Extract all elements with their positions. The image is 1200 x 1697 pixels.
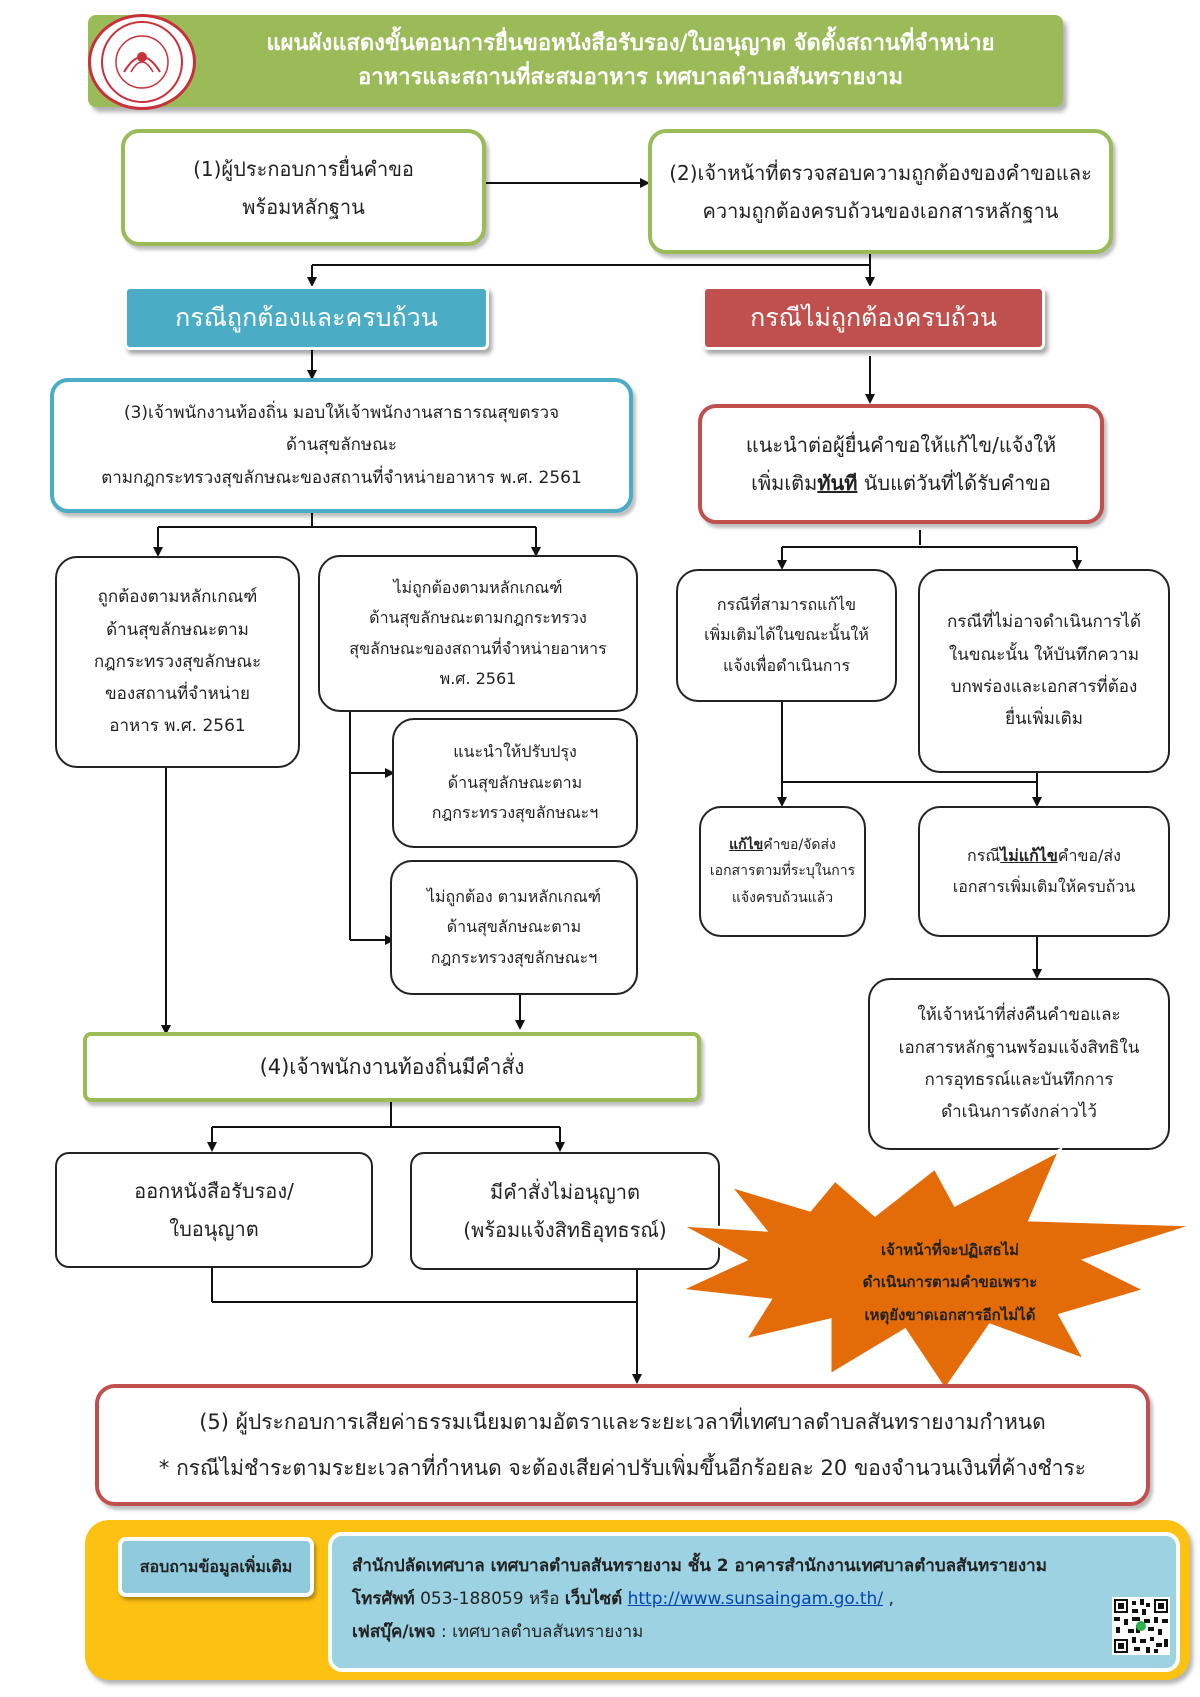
contact-label: สอบถามข้อมูลเพิ่มเติม (118, 1537, 314, 1597)
meets-criteria-box: ถูกต้องตามหลักเกณฑ์ ด้านสุขลักษณะตาม กฎก… (55, 556, 300, 768)
issue-line-1: ออกหนังสือรับรอง/ (134, 1179, 294, 1203)
advise-box: แนะนำต่อผู้ยื่นคำขอให้แก้ไข/แจ้งให้ เพิ่… (698, 404, 1104, 524)
can-fix-line-2: เพิ่มเติมได้ในขณะนั้นให้ (704, 625, 869, 645)
cannot-fix-box: กรณีที่ไม่อาจดำเนินการได้ ในขณะนั้น ให้บ… (918, 569, 1170, 773)
step5-line-1: (5) ผู้ประกอบการเสียค่าธรรมเนียมตามอัตรา… (199, 1409, 1046, 1434)
not-correct-line-1: ไม่ถูกต้อง ตามหลักเกณฑ์ (426, 886, 602, 906)
can-fix-line-1: กรณีที่สามารถแก้ไข (716, 594, 857, 614)
meets-line-3: กฎกระทรวงสุขลักษณะ (93, 651, 262, 672)
step3-line-3: ตามกฎกระทรวงสุขลักษณะของสถานที่จำหน่ายอา… (101, 467, 582, 488)
advise-line-2: เพิ่มเติมทันที นับแต่วันที่ได้รับคำขอ (751, 471, 1051, 495)
fixed-line-3: แจ้งครบถ้วนแล้ว (731, 889, 834, 906)
improve-line-2: ด้านสุขลักษณะตาม (447, 772, 583, 792)
fixed-line-2: เอกสารตามที่ระบุในการ (709, 863, 856, 880)
return-docs-line-1: ให้เจ้าหน้าที่ส่งคืนคำขอและ (917, 1005, 1121, 1026)
meets-line-5: อาหาร พ.ศ. 2561 (109, 716, 246, 737)
improve-line-3: กฎกระทรวงสุขลักษณะฯ (431, 803, 599, 823)
not-fixed-box: กรณีไม่แก้ไขคำขอ/ส่ง เอกสารเพิ่มเติมให้ค… (918, 806, 1170, 937)
website-link[interactable]: http://www.sunsaingam.go.th/ (627, 1589, 884, 1610)
phone-web-line: โทรศัพท์ 053-188059 หรือ เว็บไซต์ http:/… (352, 1589, 894, 1610)
case-ok-label: กรณีถูกต้องและครบถ้วน (124, 286, 489, 350)
facebook-line: เฟสบุ๊ค/เพจ : เทศบาลตำบลสันทรายงาม (352, 1622, 644, 1643)
advise-emphasis: ทันที (817, 471, 858, 495)
cannot-fix-line-2: ในขณะนั้น ให้บันทึกความ (948, 644, 1140, 665)
meets-line-2: ด้านสุขลักษณะตาม (106, 619, 249, 640)
starburst-text: เจ้าหน้าที่จะปฏิเสธไม่ ดำเนินการตามคำขอเ… (820, 1234, 1080, 1331)
fixed-box: แก้ไขคำขอ/จัดส่ง เอกสารตามที่ระบุในการ แ… (699, 806, 866, 937)
step1-line-2: พร้อมหลักฐาน (242, 194, 365, 219)
cannot-fix-line-1: กรณีที่ไม่อาจดำเนินการได้ (946, 612, 1142, 633)
starburst-line-1: เจ้าหน้าที่จะปฏิเสธไม่ (880, 1241, 1020, 1259)
step4-label: (4)เจ้าพนักงานท้องถิ่นมีคำสั่ง (259, 1054, 525, 1079)
not-meets-line-3: สุขลักษณะของสถานที่จำหน่ายอาหาร (349, 638, 607, 658)
can-fix-line-3: แจ้งเพื่อดำเนินการ (722, 655, 851, 675)
not-fixed-line-1: กรณีไม่แก้ไขคำขอ/ส่ง (967, 846, 1121, 866)
meets-line-1: ถูกต้องตามหลักเกณฑ์ (97, 587, 258, 608)
qr-code-icon[interactable] (1112, 1597, 1170, 1655)
step1-box: (1)ผู้ประกอบการยื่นคำขอ พร้อมหลักฐาน (121, 129, 486, 246)
not-correct-line-2: ด้านสุขลักษณะตาม (446, 917, 582, 937)
return-docs-box: ให้เจ้าหน้าที่ส่งคืนคำขอและ เอกสารหลักฐา… (868, 978, 1170, 1150)
step5-line-2: * กรณีไม่ชำระตามระยะเวลาที่กำหนด จะต้องเ… (158, 1456, 1087, 1480)
return-docs-line-2: เอกสารหลักฐานพร้อมแจ้งสิทธิใน (898, 1037, 1140, 1058)
title-line-2: อาหารและสถานที่สะสมอาหาร เทศบาลตำบลสันทร… (358, 65, 903, 90)
meets-line-4: ของสถานที่จำหน่าย (104, 684, 250, 705)
not-fixed-line-2: เอกสารเพิ่มเติมให้ครบถ้วน (952, 876, 1136, 896)
not-meets-line-2: ด้านสุขลักษณะตามกฎกระทรวง (369, 608, 587, 628)
improve-box: แนะนำให้ปรับปรุง ด้านสุขลักษณะตาม กฎกระท… (392, 718, 638, 848)
issue-box: ออกหนังสือรับรอง/ ใบอนุญาต (55, 1152, 373, 1268)
starburst-line-3: เหตุยังขาดเอกสารอีกไม่ได้ (864, 1305, 1036, 1324)
deny-line-1: มีคำสั่งไม่อนุญาต (490, 1180, 640, 1204)
step3-line-1: (3)เจ้าพนักงานท้องถิ่น มอบให้เจ้าพนักงาน… (123, 403, 560, 424)
cannot-fix-line-3: บกพร่องและเอกสารที่ต้อง (950, 677, 1138, 697)
step3-box: (3)เจ้าพนักงานท้องถิ่น มอบให้เจ้าพนักงาน… (50, 378, 633, 513)
title-line-1: แผนผังแสดงขั้นตอนการยื่นขอหนังสือรับรอง/… (266, 30, 995, 56)
step2-box: (2)เจ้าหน้าที่ตรวจสอบความถูกต้องของคำขอแ… (648, 129, 1113, 254)
step4-box: (4)เจ้าพนักงานท้องถิ่นมีคำสั่ง (83, 1032, 701, 1102)
deny-box: มีคำสั่งไม่อนุญาต (พร้อมแจ้งสิทธิอุทธรณ์… (410, 1152, 720, 1270)
office-address: สำนักปลัดเทศบาล เทศบาลตำบลสันทรายงาม ชั้… (352, 1556, 1047, 1576)
not-correct-box: ไม่ถูกต้อง ตามหลักเกณฑ์ ด้านสุขลักษณะตาม… (390, 860, 638, 995)
case-not-ok-label: กรณีไม่ถูกต้องครบถ้วน (702, 286, 1045, 350)
deny-line-2: (พร้อมแจ้งสิทธิอุทธรณ์) (463, 1218, 667, 1242)
return-docs-line-3: การอุทธรณ์และบันทึกการ (924, 1070, 1114, 1090)
fixed-line-1: แก้ไขคำขอ/จัดส่ง (729, 836, 836, 853)
title-banner: แผนผังแสดงขั้นตอนการยื่นขอหนังสือรับรอง/… (88, 15, 1063, 107)
not-meets-criteria-box: ไม่ถูกต้องตามหลักเกณฑ์ ด้านสุขลักษณะตามก… (318, 555, 638, 712)
not-correct-line-3: กฎกระทรวงสุขลักษณะฯ (430, 947, 598, 967)
cannot-fix-line-4: ยื่นเพิ่มเติม (1005, 709, 1083, 730)
municipality-seal-icon (88, 14, 196, 110)
step2-line-2: ความถูกต้องครบถ้วนของเอกสารหลักฐาน (702, 198, 1059, 223)
can-fix-box: กรณีที่สามารถแก้ไข เพิ่มเติมได้ในขณะนั้น… (676, 569, 897, 702)
step3-line-2: ด้านสุขลักษณะ (285, 435, 398, 456)
contact-info: สำนักปลัดเทศบาล เทศบาลตำบลสันทรายงาม ชั้… (328, 1532, 1180, 1672)
not-meets-line-1: ไม่ถูกต้องตามหลักเกณฑ์ (393, 577, 563, 597)
step2-line-1: (2)เจ้าหน้าที่ตรวจสอบความถูกต้องของคำขอแ… (669, 160, 1092, 185)
return-docs-line-4: ดำเนินการดังกล่าวไว้ (941, 1102, 1097, 1123)
improve-line-1: แนะนำให้ปรับปรุง (453, 742, 577, 762)
step1-line-1: (1)ผู้ประกอบการยื่นคำขอ (193, 156, 414, 181)
not-meets-line-4: พ.ศ. 2561 (439, 668, 517, 688)
advise-line-1: แนะนำต่อผู้ยื่นคำขอให้แก้ไข/แจ้งให้ (745, 433, 1057, 457)
starburst-line-2: ดำเนินการตามคำขอเพราะ (862, 1273, 1038, 1292)
step5-box: (5) ผู้ประกอบการเสียค่าธรรมเนียมตามอัตรา… (95, 1384, 1150, 1506)
issue-line-2: ใบอนุญาต (169, 1217, 259, 1241)
